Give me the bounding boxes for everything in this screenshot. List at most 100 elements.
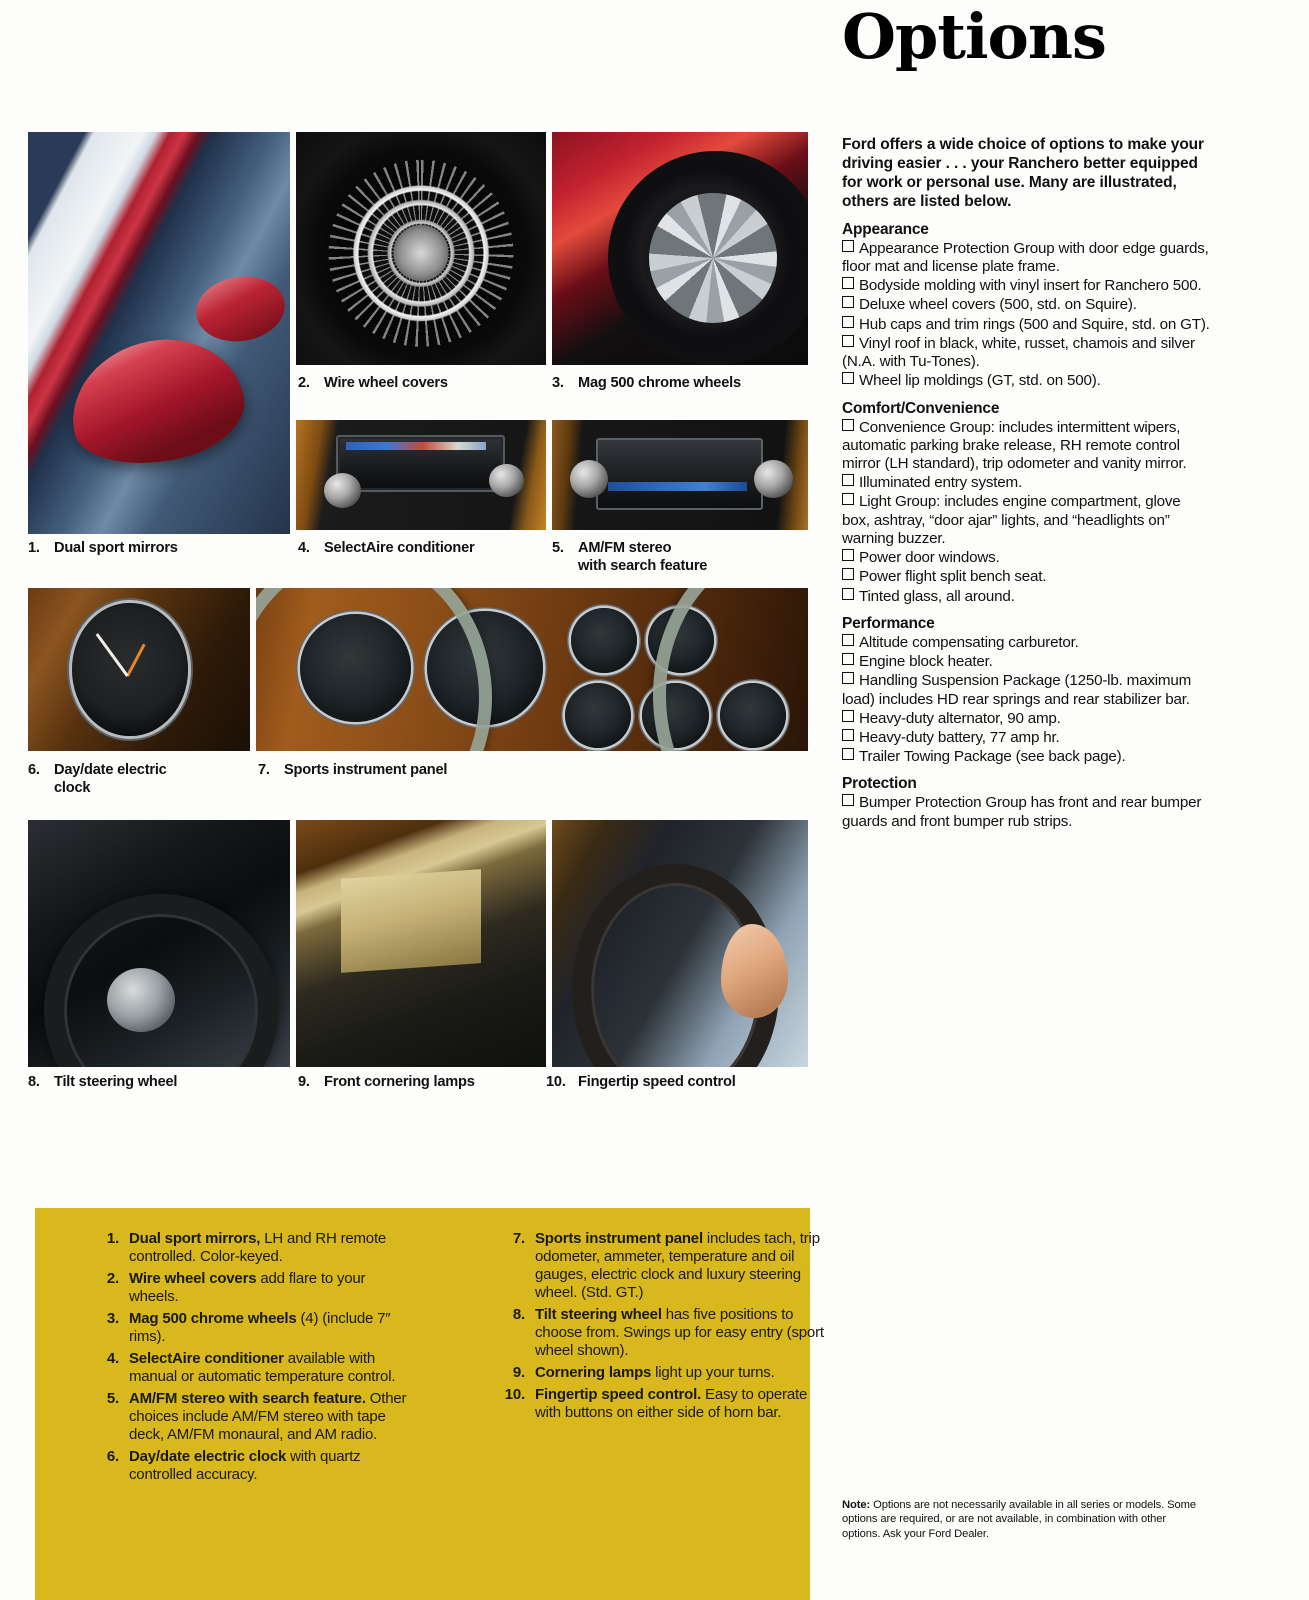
caption-number: 2. [298,375,310,391]
option-item[interactable]: Tinted glass, all around. [842,587,1212,606]
legend-lead: Wire wheel covers [129,1270,257,1287]
hand-on-wheel [720,923,788,1018]
legend-text: Sports instrument panel includes tach, t… [535,1230,825,1302]
legend-number: 1. [106,1230,119,1247]
option-item[interactable]: Light Group: includes engine compartment… [842,493,1212,548]
checkbox-icon[interactable] [842,474,854,487]
option-label: Tinted glass, all around. [859,587,1015,605]
option-item[interactable]: Altitude compensating carburetor. [842,633,1212,652]
checkbox-icon[interactable] [842,794,854,807]
section-heading-protection: Protection [842,775,917,793]
radio-knob-left [323,472,361,508]
option-label: Heavy-duty battery, 77 amp hr. [859,729,1060,747]
option-label: Bodyside molding with vinyl insert for R… [859,277,1202,295]
legend-item: 10. Fingertip speed control. Easy to ope… [493,1386,825,1422]
option-label: Bumper Protection Group has front and re… [842,794,1202,830]
checkbox-icon[interactable] [842,653,854,666]
checkbox-icon[interactable] [842,549,854,562]
checkbox-icon[interactable] [842,709,854,722]
checkbox-icon[interactable] [842,296,854,309]
checkbox-icon[interactable] [842,568,854,581]
checkbox-icon[interactable] [842,729,854,742]
checkbox-icon[interactable] [842,239,854,252]
option-item[interactable]: Bodyside molding with vinyl insert for R… [842,277,1212,295]
checkbox-icon[interactable] [842,633,854,646]
photo-mag-500-chrome-wheels [552,132,808,365]
intro-paragraph: Ford offers a wide choice of options to … [842,136,1204,210]
checkbox-icon[interactable] [842,334,854,347]
legend-item: 1. Dual sport mirrors, LH and RH remote … [87,1230,417,1266]
option-item[interactable]: Vinyl roof in black, white, russet, cham… [842,334,1212,371]
option-item[interactable]: Appearance Protection Group with door ed… [842,239,1212,276]
checkbox-icon[interactable] [842,418,854,431]
caption-photo-8: 8. Tilt steering wheel [28,1074,290,1092]
option-label: Engine block heater. [859,653,993,671]
caption-text: Dual sport mirrors [54,540,178,556]
legend-number: 8. [512,1306,525,1323]
legend-column-right: 7. Sports instrument panel includes tach… [493,1230,825,1426]
legend-text: SelectAire conditioner available with ma… [129,1350,417,1386]
option-item[interactable]: Convenience Group: includes intermittent… [842,418,1212,474]
caption-number: 8. [28,1074,40,1090]
caption-text: Mag 500 chrome wheels [578,375,741,391]
legend-number: 10. [504,1386,525,1403]
legend-lead: Day/date electric clock [129,1448,287,1465]
option-label: Trailer Towing Package (see back page). [859,748,1126,766]
stereo-knob-right [754,459,793,499]
option-item[interactable]: Deluxe wheel covers (500, std. on Squire… [842,296,1212,314]
legend-lead: Mag 500 chrome wheels [129,1310,297,1327]
legend-text: Mag 500 chrome wheels (4) (include 7″ ri… [129,1310,417,1346]
caption-photo-1: 1. Dual sport mirrors [28,540,290,558]
caption-photo-7: 7.Sports instrument panel [258,762,658,780]
caption-text: Day/date electric [54,762,167,778]
option-item[interactable]: Power door windows. [842,549,1212,567]
checkbox-icon[interactable] [842,372,854,385]
availability-note: Note: Options are not necessarily availa… [842,1498,1200,1541]
option-item[interactable]: Hub caps and trim rings (500 and Squire,… [842,315,1212,334]
caption-number: 4. [298,540,310,556]
checkbox-icon[interactable] [842,315,854,328]
option-item[interactable]: Power flight split bench seat. [842,568,1212,586]
option-item[interactable]: Wheel lip moldings (GT, std. on 500). [842,372,1212,390]
checkbox-icon[interactable] [842,277,854,290]
legend-rest: add flare to your wheels. [129,1270,366,1305]
clock-hand-minute [95,632,129,677]
legend-item: 6. Day/date electric clock with quartz c… [87,1448,417,1484]
option-label: Illuminated entry system. [859,474,1022,492]
legend-item: 3. Mag 500 chrome wheels (4) (include 7″… [87,1310,417,1346]
legend-column-left: 1. Dual sport mirrors, LH and RH remote … [87,1230,417,1488]
option-item[interactable]: Bumper Protection Group has front and re… [842,794,1212,830]
caption-text: Tilt steering wheel [54,1074,178,1090]
option-item[interactable]: Heavy-duty alternator, 90 amp. [842,709,1212,728]
option-label: Light Group: includes engine compartment… [842,493,1181,547]
legend-number: 5. [106,1390,119,1407]
photo-dual-sport-mirrors [28,132,290,534]
checkbox-icon[interactable] [842,748,854,761]
steering-wheel-rim-right [653,588,808,751]
stereo-knob-left [569,459,609,499]
legend-item: 5. AM/FM stereo with search feature. Oth… [87,1390,417,1444]
legend-item: 7. Sports instrument panel includes tach… [493,1230,825,1302]
option-item[interactable]: Trailer Towing Package (see back page). [842,748,1212,766]
checkbox-icon[interactable] [842,493,854,506]
section-heading-appearance: Appearance [842,220,929,238]
caption-photo-10: 10.Fingertip speed control [546,1074,816,1092]
legend-rest: includes tach, trip odometer, ammeter, t… [535,1230,820,1301]
option-item[interactable]: Handling Suspension Package (1250-lb. ma… [842,672,1212,708]
option-label: Power flight split bench seat. [859,568,1047,586]
photo-am-fm-stereo [552,420,808,530]
option-item[interactable]: Illuminated entry system. [842,474,1212,492]
caption-text: SelectAire conditioner [324,540,475,556]
checkbox-icon[interactable] [842,587,854,600]
legend-text: Day/date electric clock with quartz cont… [129,1448,417,1484]
option-item[interactable]: Engine block heater. [842,653,1212,671]
caption-number: 10. [546,1074,566,1090]
option-label: Hub caps and trim rings (500 and Squire,… [859,315,1210,333]
caption-photo-3: 3.Mag 500 chrome wheels [552,375,810,393]
checkbox-icon[interactable] [842,672,854,685]
note-body: Options are not necessarily available in… [842,1499,1196,1540]
caption-number: 6. [28,762,40,778]
caption-number: 1. [28,540,40,556]
option-item[interactable]: Heavy-duty battery, 77 amp hr. [842,729,1212,747]
